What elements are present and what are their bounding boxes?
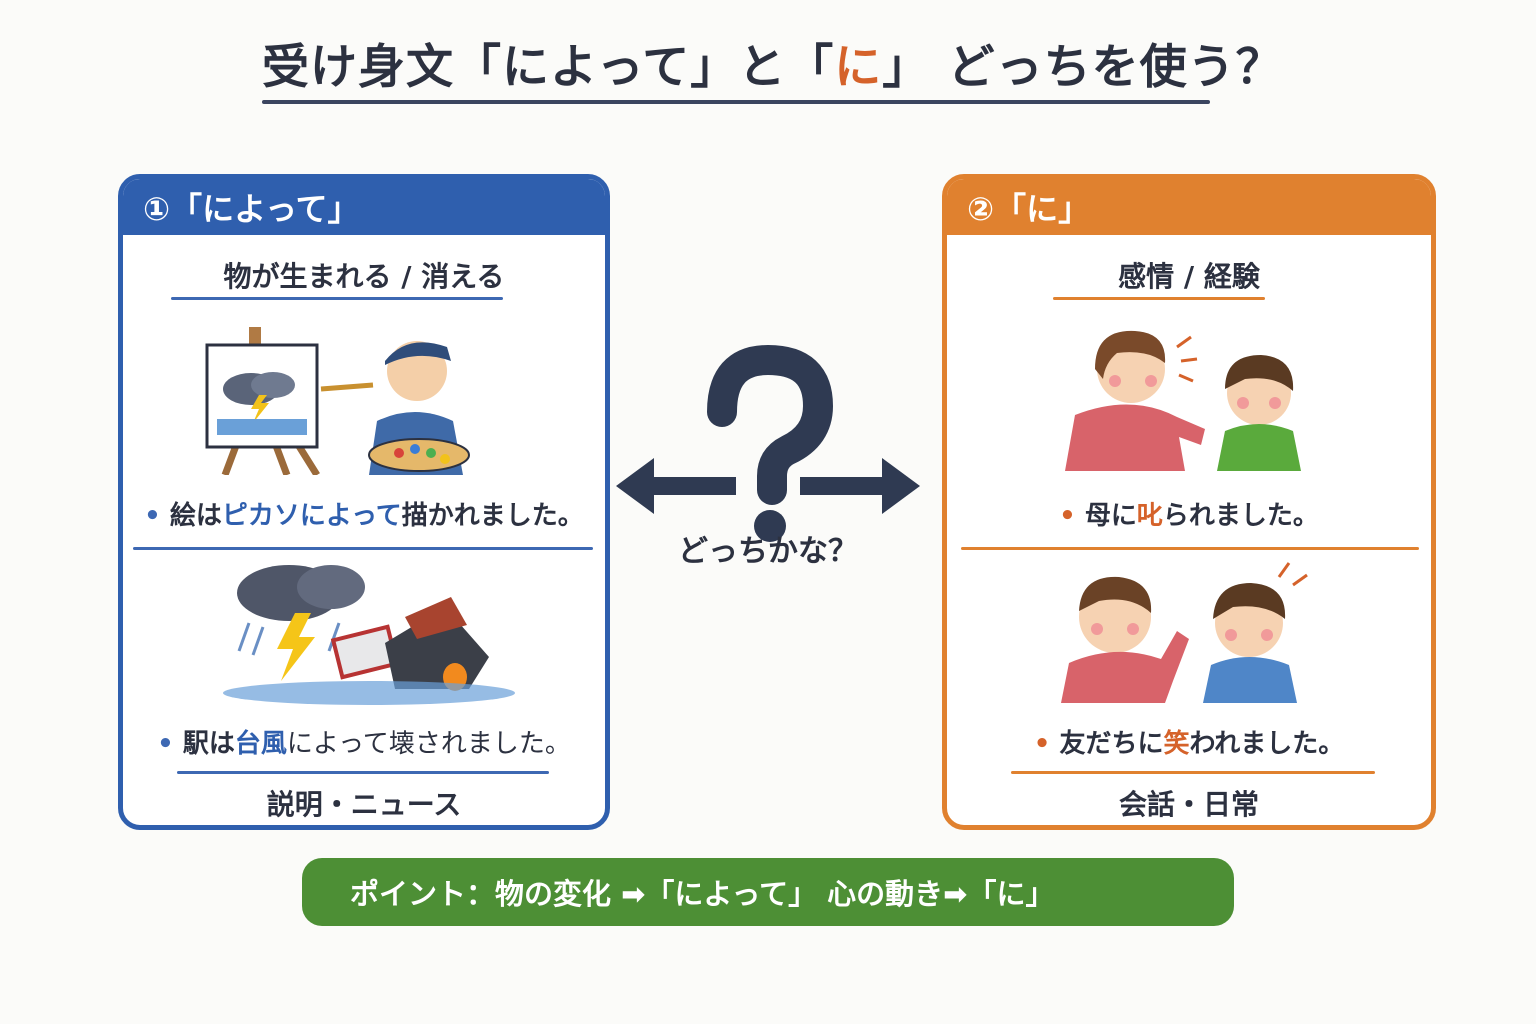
mother-icon [1065,330,1205,471]
laughing-illustration [1061,562,1308,703]
left-arrow-icon [616,458,736,514]
page-title: 受け身文「によって」と「に」 どっちを使う？ [262,36,1283,108]
niyotte-example-typhoon: • 駅は台風によって壊されました。 [157,729,571,759]
boy-icon [1217,355,1301,471]
title-part1: 受け身文「によって」と「 [262,40,835,95]
boy-laughing-icon [1203,562,1308,703]
question-arrows [616,344,920,542]
easel-icon [205,327,320,475]
painter-illustration [205,327,470,475]
niyotte-subheading-underline [171,297,503,300]
title-part2: 」 どっちを使う？ [882,40,1284,95]
scolding-illustration [1065,330,1301,471]
point-text: ポイント：物の変化 ➡「によって」 心の動き➡「に」 [350,877,1055,911]
ni-subheading: 感情 / 経験 [1118,260,1260,293]
niyotte-divider [133,547,593,550]
friend-laughing-icon [1061,576,1189,703]
question-mark-icon [707,344,834,542]
right-arrow-icon [800,458,920,514]
ni-usage-footer: 会話・日常 [1118,788,1259,821]
ni-example-scolded: • 母に叱られました。 [1059,501,1319,531]
niyotte-card-header: ①「によって」 [123,179,605,235]
painter-icon [320,341,470,475]
ni-subheading-underline [1053,297,1265,300]
ni-example-laughed: • 友だちに笑われました。 [1033,729,1345,759]
niyotte-card: ①「によって」 物が生まれる / 消える • 絵はピ [118,174,610,830]
typhoon-illustration [223,565,515,705]
niyotte-subheading: 物が生まれる / 消える [223,260,505,293]
which-one-label: どっちかな？ [678,534,858,569]
ni-divider [961,547,1419,550]
ni-footer-line [1011,771,1375,774]
ni-card: ②「に」 感情 / 経験 • 母に叱られました。 [942,174,1436,830]
ni-card-header: ②「に」 [947,179,1431,235]
title-underline [262,100,1210,104]
point-banner: ポイント：物の変化 ➡「によって」 心の動き➡「に」 [302,858,1234,926]
storm-cloud-icon [237,565,365,681]
niyotte-example-painting: • 絵はピカソによって描かれました。 [144,501,584,531]
niyotte-usage-footer: 説明・ニュース [266,788,462,821]
collapsed-station-icon [330,597,489,691]
niyotte-footer-line [177,771,549,774]
title-highlight: に [834,40,883,95]
